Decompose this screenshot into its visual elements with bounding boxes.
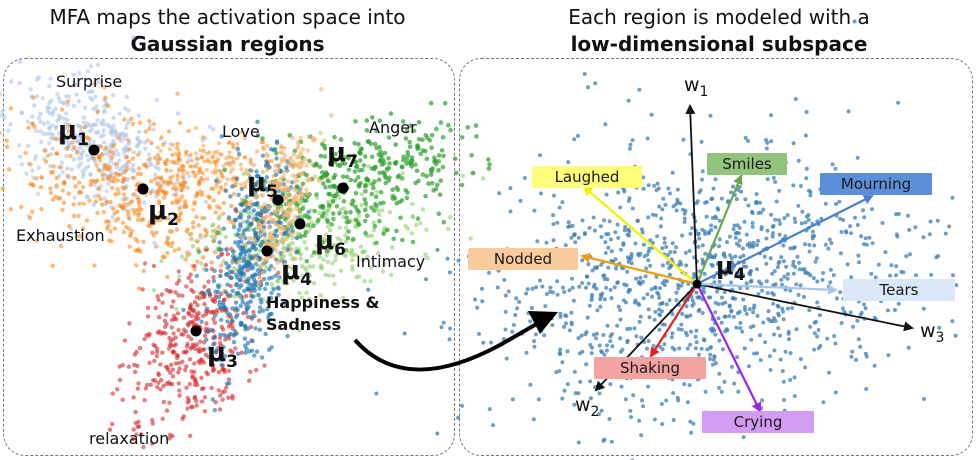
axis-w1: [685, 104, 698, 285]
left-title: MFA maps the activation space into Gauss…: [0, 4, 455, 58]
connector-arrow: [353, 320, 541, 372]
direction-arrow-shaking: [649, 283, 698, 358]
emotion-label-anger: Anger: [369, 118, 417, 137]
cluster-exhaustion: [0, 81, 294, 294]
mean-index-5: 5: [266, 182, 278, 202]
mean-index-4: 4: [300, 270, 312, 290]
direction-tag-nodded: Nodded: [468, 248, 578, 270]
direction-tag-tears: Tears: [843, 279, 955, 301]
subspace-origin: [692, 279, 702, 289]
left-title-line1: MFA maps the activation space into: [49, 5, 406, 29]
direction-arrow-smiles: [695, 174, 743, 285]
axis-index-2: 2: [590, 404, 600, 420]
mean-label-4: μ4: [281, 256, 312, 290]
right-title-line2: low-dimensional subspace: [570, 32, 868, 56]
mean-point-7: [337, 182, 349, 194]
direction-tag-laughed: Laughed: [532, 166, 642, 188]
direction-arrow-mourning: [696, 195, 874, 285]
axis-index-1: 1: [699, 84, 709, 100]
mean-label-1: μ1: [58, 116, 89, 150]
mean-label-6: μ6: [315, 226, 346, 260]
mean-point-2: [137, 183, 149, 195]
happiness-sadness-label: Happiness & Sadness: [266, 292, 379, 336]
subspace-mean-index: 4: [733, 265, 746, 285]
mean-index-1: 1: [77, 130, 89, 150]
cluster-peach: [229, 87, 334, 300]
mean-index-7: 7: [346, 152, 358, 172]
right-panel: [459, 58, 973, 456]
axis-label-w2: w2: [575, 394, 600, 420]
connector-arrowhead: [528, 311, 558, 334]
happiness-line: Happiness &: [266, 293, 380, 312]
emotion-label-exhaustion: Exhaustion: [16, 226, 105, 245]
axis-label-w3: w3: [920, 320, 945, 346]
right-title-line1: Each region is modeled with a: [568, 5, 870, 29]
axis-label-w1: w1: [684, 74, 709, 100]
mean-label-2: μ2: [148, 196, 179, 230]
direction-tag-mourning: Mourning: [820, 173, 932, 195]
direction-arrow-nodded: [580, 253, 698, 286]
axis-w3: [696, 283, 914, 332]
mean-index-2: 2: [167, 210, 179, 230]
direction-arrow-tears: [696, 282, 838, 295]
mean-label-3: μ3: [207, 338, 238, 372]
emotion-label-love: Love: [222, 122, 260, 141]
right-title: Each region is modeled with a low-dimens…: [462, 4, 976, 58]
emotion-label-surprise: Surprise: [56, 72, 123, 91]
emotion-label-intimacy: Intimacy: [356, 252, 426, 271]
sadness-line: Sadness: [266, 315, 342, 334]
mean-label-7: μ7: [327, 138, 358, 172]
mean-point-4: [261, 245, 273, 257]
left-panel: [3, 58, 455, 456]
direction-tag-smiles: Smiles: [707, 153, 787, 175]
axis-index-3: 3: [935, 330, 945, 346]
mean-point-5: [272, 194, 284, 206]
mean-index-6: 6: [334, 240, 346, 260]
mean-point-1: [88, 144, 100, 156]
direction-tag-shaking: Shaking: [594, 357, 706, 379]
left-title-line2: Gaussian regions: [130, 32, 325, 56]
mean-point-3: [190, 325, 202, 337]
direction-tag-crying: Crying: [702, 411, 814, 433]
direction-arrow-laughed: [582, 185, 698, 285]
mean-point-6: [294, 218, 306, 230]
mean-label-5: μ5: [247, 168, 278, 202]
direction-arrow-crying: [696, 283, 761, 413]
subspace-mean-label: μ4: [716, 252, 746, 285]
mean-index-3: 3: [226, 352, 238, 372]
emotion-label-relaxation: relaxation: [89, 429, 170, 448]
